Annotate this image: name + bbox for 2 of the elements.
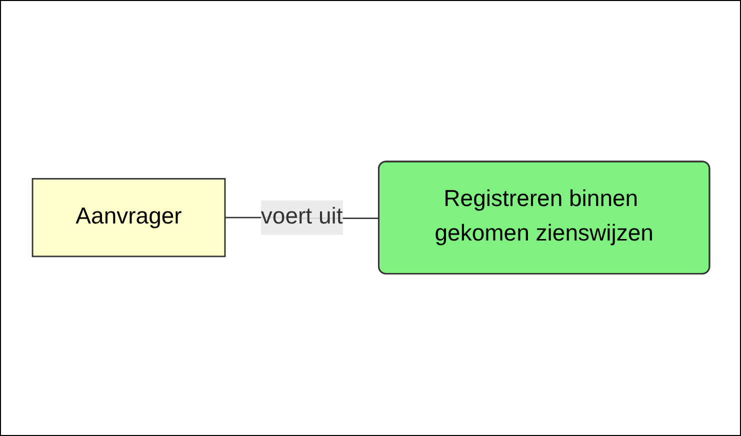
edge-label: voert uit bbox=[260, 205, 342, 230]
node-box: Aanvrager bbox=[31, 178, 226, 258]
